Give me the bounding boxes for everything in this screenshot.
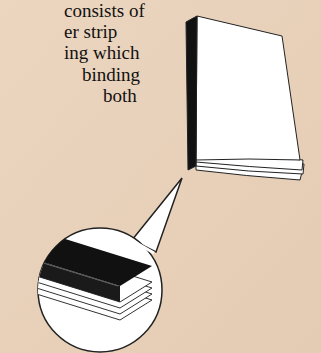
booklet	[186, 16, 304, 180]
magnifier-callout	[30, 178, 182, 352]
body-text-line: er strip	[64, 21, 117, 42]
body-text-line: both	[103, 85, 137, 106]
body-text-line: binding	[82, 64, 140, 85]
body-text-line: consists of	[64, 0, 145, 21]
body-text-line: ing which	[64, 42, 139, 63]
